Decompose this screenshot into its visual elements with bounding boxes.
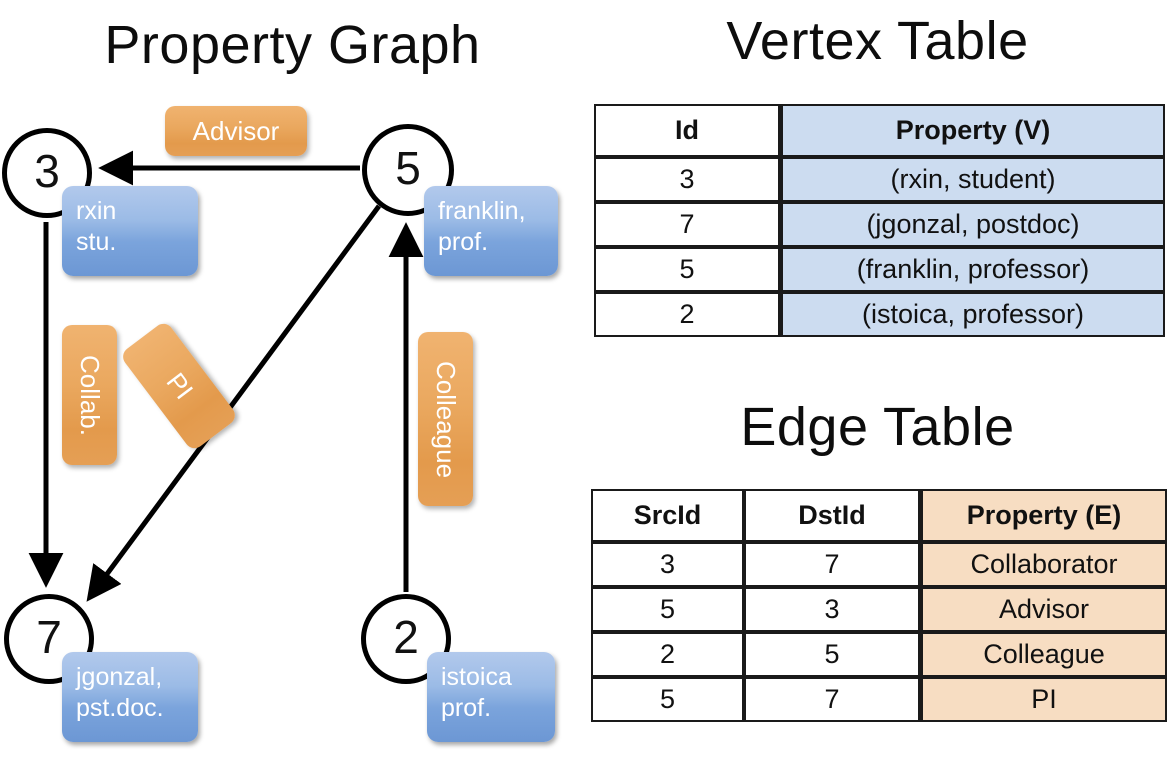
vertex-table: Id Property (V) 3 (rxin, student) 7 (jgo… bbox=[594, 104, 1165, 337]
node-property-7-line2: pst.doc. bbox=[76, 694, 164, 723]
edge-label-advisor: Advisor bbox=[165, 106, 307, 156]
vertex-cell-property: (jgonzal, postdoc) bbox=[780, 202, 1165, 247]
edge-cell-srcid: 5 bbox=[591, 587, 744, 632]
vertex-cell-id: 5 bbox=[594, 247, 780, 292]
edge-table-header-dstid: DstId bbox=[744, 489, 920, 542]
table-row[interactable]: 5 3 Advisor bbox=[591, 587, 1167, 632]
edge-table: SrcId DstId Property (E) 3 7 Collaborato… bbox=[591, 489, 1167, 722]
node-property-2-line1: istoica bbox=[441, 663, 512, 691]
node-property-box-3: rxin stu. bbox=[62, 186, 198, 276]
edge-cell-property: PI bbox=[920, 677, 1167, 722]
node-property-box-2: istoica prof. bbox=[427, 652, 555, 742]
vertex-cell-id: 3 bbox=[594, 157, 780, 202]
edge-table-header-row: SrcId DstId Property (E) bbox=[591, 489, 1167, 542]
vertex-cell-property: (rxin, student) bbox=[780, 157, 1165, 202]
vertex-cell-property: (franklin, professor) bbox=[780, 247, 1165, 292]
edge-label-collab-text: Collab. bbox=[75, 354, 105, 436]
edge-cell-srcid: 2 bbox=[591, 632, 744, 677]
graph-node-5-label: 5 bbox=[395, 142, 421, 194]
graph-node-2[interactable]: 2 bbox=[361, 594, 451, 684]
vertex-cell-property: (istoica, professor) bbox=[780, 292, 1165, 337]
edge-cell-property: Collaborator bbox=[920, 542, 1167, 587]
graph-node-7-label: 7 bbox=[36, 611, 62, 663]
table-row[interactable]: 7 (jgonzal, postdoc) bbox=[594, 202, 1165, 247]
node-property-box-7: jgonzal, pst.doc. bbox=[62, 652, 198, 742]
node-property-3-line2: stu. bbox=[76, 228, 117, 257]
edge-cell-property: Colleague bbox=[920, 632, 1167, 677]
edge-cell-srcid: 3 bbox=[591, 542, 744, 587]
node-property-3-line1: rxin bbox=[76, 197, 117, 225]
vertex-cell-id: 2 bbox=[594, 292, 780, 337]
page-title-property-graph: Property Graph bbox=[104, 15, 481, 75]
node-property-5-line2: prof. bbox=[438, 228, 489, 257]
graph-edges-layer bbox=[28, 150, 424, 602]
vertex-table-header-row: Id Property (V) bbox=[594, 104, 1165, 157]
node-property-7-line1: jgonzal, bbox=[76, 663, 163, 691]
edge-cell-dstid: 5 bbox=[744, 632, 920, 677]
graph-node-2-label: 2 bbox=[393, 611, 419, 663]
page-title-vertex-table: Vertex Table bbox=[726, 11, 1029, 71]
node-property-5-line1: franklin, bbox=[438, 197, 526, 225]
edge-cell-dstid: 3 bbox=[744, 587, 920, 632]
edge-label-pi-text: PI bbox=[160, 366, 199, 405]
vertex-cell-id: 7 bbox=[594, 202, 780, 247]
vertex-table-header-property: Property (V) bbox=[780, 104, 1165, 157]
graph-node-3-label: 3 bbox=[34, 145, 60, 197]
property-graph-diagram: 3 5 7 2 rxin stu. franklin, prof. jgonza… bbox=[2, 106, 558, 742]
graph-node-5[interactable]: 5 bbox=[362, 124, 454, 216]
table-row[interactable]: 3 7 Collaborator bbox=[591, 542, 1167, 587]
page-title-edge-table: Edge Table bbox=[740, 397, 1015, 457]
edge-table-header-property: Property (E) bbox=[920, 489, 1167, 542]
edge-label-colleague: Colleague bbox=[418, 332, 473, 506]
node-property-2-line2: prof. bbox=[441, 694, 492, 723]
table-row[interactable]: 3 (rxin, student) bbox=[594, 157, 1165, 202]
edge-5-to-7-pi bbox=[86, 204, 382, 602]
vertex-table-header-id: Id bbox=[594, 104, 780, 157]
edge-label-collab: Collab. bbox=[62, 325, 117, 465]
edge-label-advisor-text: Advisor bbox=[192, 115, 280, 146]
node-property-box-5: franklin, prof. bbox=[424, 186, 558, 276]
edge-cell-dstid: 7 bbox=[744, 542, 920, 587]
edge-label-colleague-text: Colleague bbox=[431, 360, 461, 478]
edge-cell-property: Advisor bbox=[920, 587, 1167, 632]
table-row[interactable]: 2 (istoica, professor) bbox=[594, 292, 1165, 337]
edge-cell-srcid: 5 bbox=[591, 677, 744, 722]
table-row[interactable]: 2 5 Colleague bbox=[591, 632, 1167, 677]
table-row[interactable]: 5 7 PI bbox=[591, 677, 1167, 722]
table-row[interactable]: 5 (franklin, professor) bbox=[594, 247, 1165, 292]
edge-cell-dstid: 7 bbox=[744, 677, 920, 722]
edge-table-header-srcid: SrcId bbox=[591, 489, 744, 542]
